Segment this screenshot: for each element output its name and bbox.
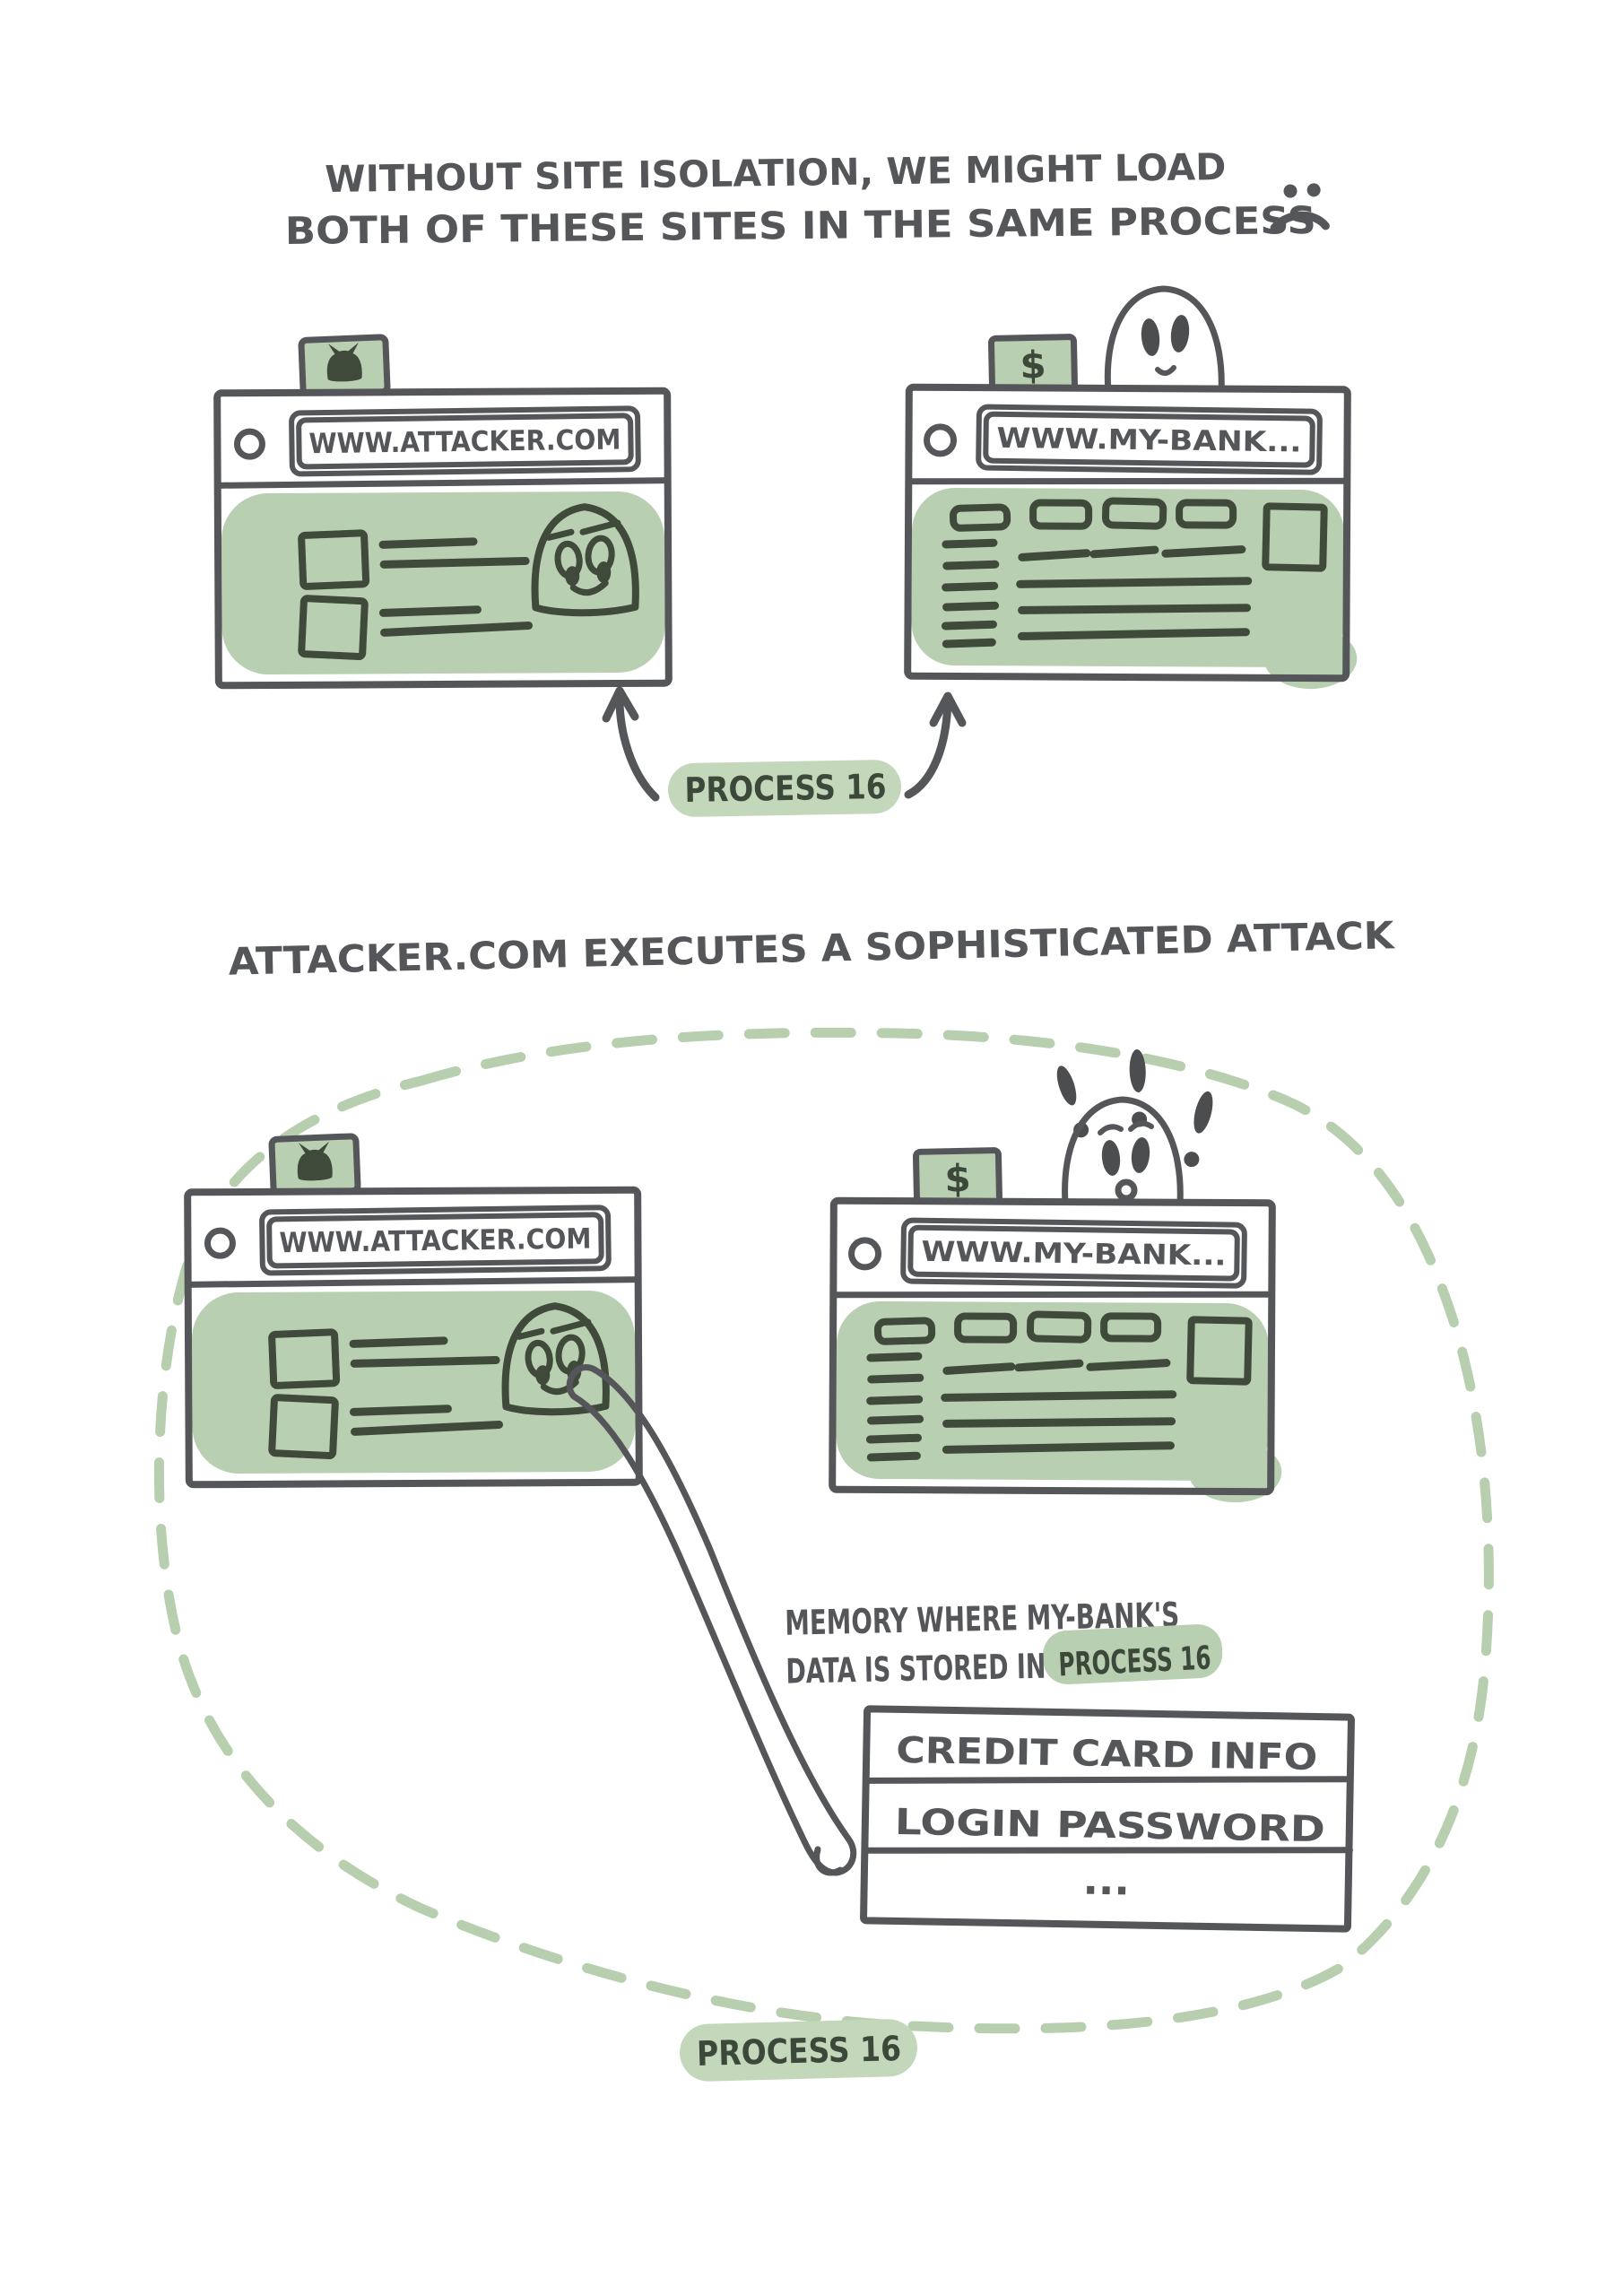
angry-brow [579, 519, 621, 535]
hero-box [1186, 1316, 1253, 1386]
toolbar-divider [829, 1291, 1275, 1299]
angry-brow [516, 1327, 545, 1340]
content-text-lines [1016, 545, 1253, 640]
memory-label: MEMORY WHERE MY-BANK'S DATA IS STORED IN… [785, 1595, 1223, 1692]
page-content-blob [911, 487, 1345, 668]
url-field: WWW.MY-BANK... [900, 1217, 1247, 1289]
page-content-spill [1188, 1441, 1282, 1503]
favicon-dot [924, 423, 958, 457]
ghost-character-alarmed [1062, 1096, 1184, 1207]
browser-window-bank: $ WWW.MY-BANK... [904, 334, 1358, 690]
browser-tab [298, 334, 391, 398]
page-content-blob [221, 491, 665, 675]
browser-tab [268, 1133, 361, 1197]
page-content-spill [1263, 628, 1358, 690]
angry-brow [545, 528, 575, 541]
nav-buttons [950, 497, 1237, 532]
panel2-title: ATTACKER.COM EXECUTES A SOPHISTICATED AT… [228, 913, 1395, 984]
content-text-lines [378, 537, 534, 637]
content-thumbnails [298, 529, 370, 661]
process-arrow-right [904, 691, 967, 799]
browser-tab: $ [912, 1147, 1002, 1207]
cat-icon [297, 1141, 333, 1181]
toolbar-divider [905, 477, 1350, 485]
ghost-character [1104, 285, 1225, 396]
nav-buttons [874, 1310, 1162, 1345]
favicon-dot [204, 1227, 236, 1259]
content-thumbnails [268, 1328, 341, 1460]
memory-table: CREDIT CARD INFO LOGIN PASSWORD ... [860, 1705, 1355, 1933]
panel1: WITHOUT SITE ISOLATION, WE MIGHT LOAD BO… [213, 145, 1358, 817]
memory-row: CREDIT CARD INFO [896, 1730, 1318, 1779]
content-text-lines [349, 1336, 504, 1436]
attacker-arm [566, 1364, 857, 1876]
panel2: ATTACKER.COM EXECUTES A SOPHISTICATED AT… [153, 913, 1494, 2082]
sad-face-icon [1270, 183, 1330, 232]
memory-label-highlight: PROCESS 16 [1058, 1639, 1212, 1683]
cat-icon [326, 342, 362, 382]
content-text-lines [941, 1359, 1177, 1454]
process-pill-label: PROCESS 16 [696, 2029, 901, 2074]
devil-character [531, 503, 639, 617]
hand-hook [813, 1846, 844, 1876]
hero-box [1262, 502, 1328, 572]
process-pill-label: PROCESS 16 [684, 767, 887, 810]
process-pill: PROCESS 16 [668, 760, 901, 817]
panel1-title-line2: BOTH OF THESE SITES IN THE SAME PROCESS [285, 198, 1316, 253]
toolbar-divider [185, 1276, 642, 1288]
window-frame [829, 1196, 1276, 1496]
smile [540, 1378, 579, 1396]
memory-table-frame [860, 1705, 1355, 1933]
favicon-dot [233, 428, 265, 460]
row-divider [862, 1847, 1353, 1854]
browser-tab: $ [987, 334, 1078, 394]
memory-row: LOGIN PASSWORD [894, 1802, 1325, 1850]
devil-character [501, 1302, 610, 1416]
process-arrow-left [602, 686, 660, 802]
smile [569, 579, 609, 596]
memory-row: ... [1082, 1856, 1130, 1905]
url-field: WWW.ATTACKER.COM [259, 1205, 612, 1276]
open-mouth [1115, 1178, 1138, 1202]
window-frame [904, 383, 1351, 683]
window-frame [184, 1186, 643, 1489]
angry-brow [550, 1318, 592, 1335]
memory-label-line2: DATA IS STORED IN [785, 1647, 1046, 1692]
process-boundary-blob [153, 1027, 1494, 2034]
row-divider [865, 1776, 1353, 1784]
sidebar-lines [865, 1352, 924, 1462]
url-text: WWW.MY-BANK... [996, 422, 1301, 459]
favicon-dot [848, 1237, 882, 1271]
browser-window-bank-2: $ WWW.MY-BANK... [829, 1147, 1282, 1503]
dollar-icon: $ [1020, 343, 1046, 387]
toolbar-divider [214, 477, 672, 489]
page-content-blob [836, 1300, 1270, 1482]
sidebar-lines [941, 538, 1000, 648]
memory-label-highlight-bg [1043, 1624, 1223, 1685]
process-pill-2: PROCESS 16 [680, 2019, 917, 2082]
browser-window-attacker: WWW.ATTACKER.COM [213, 334, 673, 690]
url-field: WWW.MY-BANK... [976, 404, 1323, 475]
url-field: WWW.ATTACKER.COM [289, 405, 641, 477]
window-frame [213, 387, 673, 690]
url-text: WWW.ATTACKER.COM [279, 1222, 591, 1259]
browser-window-attacker-2: WWW.ATTACKER.COM [184, 1133, 643, 1489]
panel1-title-line1: WITHOUT SITE ISOLATION, WE MIGHT LOAD [325, 145, 1227, 201]
url-text: WWW.MY-BANK... [921, 1236, 1226, 1273]
url-text: WWW.ATTACKER.COM [308, 423, 621, 460]
dollar-icon: $ [944, 1156, 971, 1201]
